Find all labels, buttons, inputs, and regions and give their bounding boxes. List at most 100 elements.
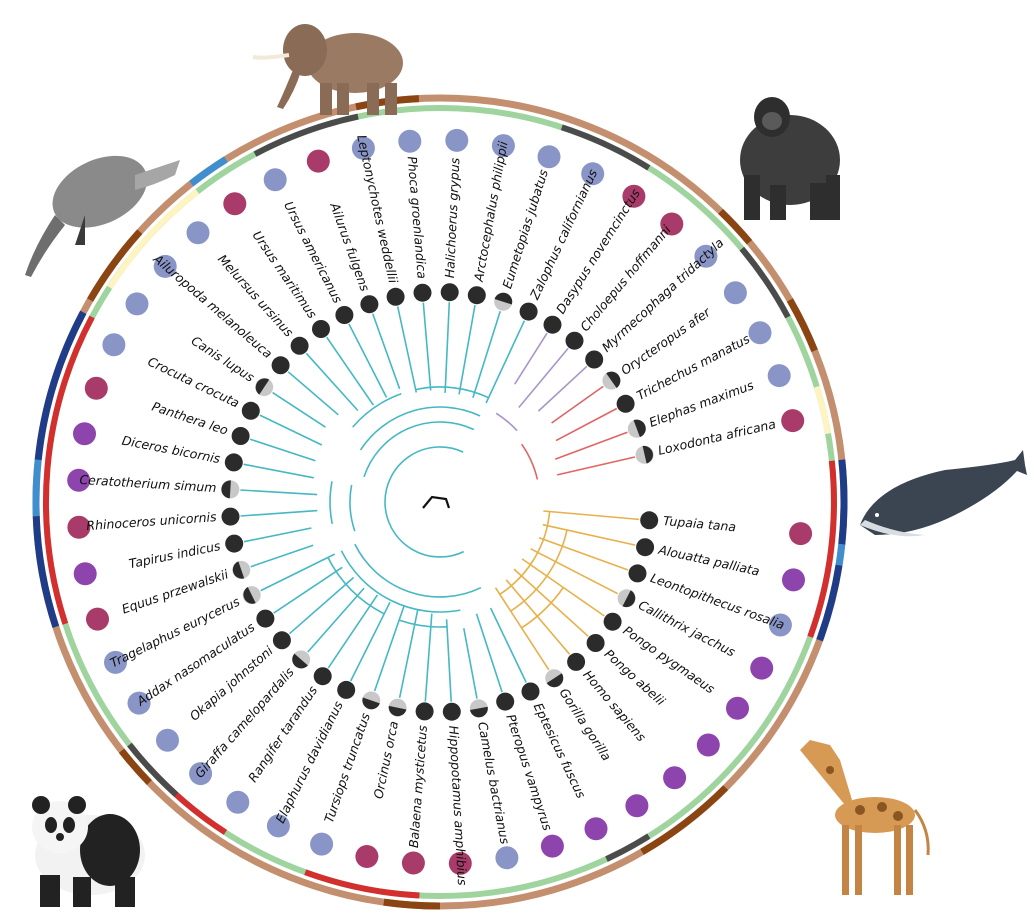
branch-line	[519, 348, 568, 407]
branch-line	[459, 305, 475, 394]
trait-circle	[226, 791, 249, 814]
trait-circle	[585, 817, 608, 840]
tip-dot	[387, 288, 405, 306]
ring-segment	[384, 902, 440, 906]
species-label: Addax nasomaculatus	[133, 619, 258, 709]
species-label: Dasypus novemcinctus	[553, 186, 644, 317]
tip-dot	[443, 703, 461, 721]
branch-line	[557, 457, 635, 475]
tip-dot	[225, 535, 243, 553]
branch-line	[244, 528, 311, 542]
species-label: Arctocephalus philippii	[471, 140, 511, 284]
tip-dot	[585, 351, 603, 369]
branch-line	[447, 619, 452, 701]
tree-branches	[240, 302, 639, 702]
ring-segment	[36, 460, 38, 516]
branch-arc	[416, 387, 489, 398]
trait-circle	[625, 794, 648, 817]
branch-arc	[341, 551, 460, 612]
trait-circle	[398, 130, 421, 153]
trait-circle	[781, 409, 804, 432]
ring-segment	[642, 788, 726, 852]
tip-dot	[629, 564, 647, 582]
trait-circle	[495, 846, 518, 869]
tree-root	[423, 497, 449, 508]
trait-circles	[67, 129, 812, 875]
species-label: Alouatta palliata	[656, 542, 761, 579]
trait-circle	[724, 281, 747, 304]
branch-line	[445, 302, 449, 393]
species-label: Panthera leo	[150, 399, 230, 438]
tip-dot	[362, 692, 380, 710]
branch-arc	[330, 481, 332, 524]
tip-dot	[221, 480, 239, 498]
branch-line	[375, 605, 405, 691]
trait-circle	[73, 422, 96, 445]
species-label: Loxodonta africana	[656, 416, 777, 458]
ring-segment	[839, 544, 842, 565]
tip-dot	[522, 683, 540, 701]
tip-dot	[243, 586, 261, 604]
panda-icon	[32, 796, 145, 907]
trait-circle	[445, 129, 468, 152]
tip-dot	[494, 293, 512, 311]
species-label: Phoca groenlandica	[405, 156, 430, 280]
tip-dot	[544, 316, 562, 334]
giraffe-icon	[800, 740, 928, 895]
trait-circle	[74, 562, 97, 585]
trait-circle	[102, 333, 125, 356]
tip-dot	[468, 286, 486, 304]
tip-dot	[636, 446, 654, 464]
tip-dot	[222, 508, 240, 526]
tip-dot	[292, 651, 310, 669]
tip-dot	[337, 681, 355, 699]
species-label: Tupaia tana	[663, 513, 737, 534]
branch-line	[250, 439, 315, 461]
tip-dot	[360, 295, 378, 313]
species-label: Choloepus hoffmanni	[577, 222, 674, 334]
tip-dot	[441, 283, 459, 301]
trait-circle	[264, 168, 287, 191]
tip-dot	[602, 372, 620, 390]
trait-circle	[402, 852, 425, 875]
trait-circle	[750, 657, 773, 680]
branch-line	[555, 432, 627, 459]
tip-dots	[221, 283, 658, 721]
tip-dot	[255, 378, 273, 396]
branch-arc	[361, 407, 481, 450]
branch-line	[531, 549, 618, 594]
tip-dot	[291, 337, 309, 355]
trait-circle	[86, 608, 109, 631]
branch-line	[464, 628, 477, 698]
trait-circle	[307, 150, 330, 173]
trait-circle	[749, 321, 772, 344]
trait-circle	[663, 766, 686, 789]
branch-line	[486, 321, 524, 403]
outer-annotation-rings	[36, 98, 844, 906]
branch-line	[473, 311, 500, 398]
tip-dot	[273, 631, 291, 649]
trait-circle	[538, 145, 561, 168]
branch-line	[240, 490, 317, 495]
species-label: Rhinoceros unicornis	[86, 509, 218, 533]
tip-dot	[618, 589, 636, 607]
branch-line	[308, 588, 364, 652]
tip-dot	[312, 320, 330, 338]
species-label: Orcinus orca	[371, 720, 402, 800]
tip-dot	[604, 613, 622, 631]
tip-dot	[566, 332, 584, 350]
tip-dot	[414, 284, 432, 302]
branch-arc	[496, 413, 517, 430]
trait-circle	[187, 221, 210, 244]
species-label: Diceros bicornis	[121, 433, 222, 467]
trait-circle	[768, 364, 791, 387]
trait-circle	[223, 192, 246, 215]
tip-dot	[545, 669, 563, 687]
gorilla-icon	[740, 97, 840, 220]
species-label: Tapirus indicus	[127, 538, 222, 571]
ring-segment	[842, 460, 844, 544]
tip-dot	[636, 538, 654, 556]
tip-dot	[225, 453, 243, 471]
tip-dot	[416, 702, 434, 720]
